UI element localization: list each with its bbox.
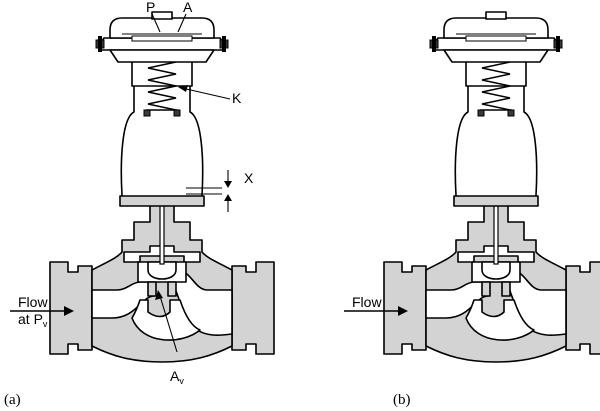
caption-b: (b) bbox=[393, 392, 411, 408]
valve-b bbox=[383, 11, 600, 363]
flow-label-a-line2: at Pv bbox=[18, 311, 48, 329]
caption-a: (a) bbox=[4, 392, 21, 408]
label-av: Av bbox=[170, 368, 184, 386]
flow-label-a-line1: Flow bbox=[18, 294, 48, 310]
label-x: X bbox=[244, 170, 254, 186]
valve-b-labels: Flow (b) bbox=[344, 294, 411, 408]
flow-label-b: Flow bbox=[352, 294, 382, 310]
label-a: A bbox=[183, 0, 193, 15]
label-p: P bbox=[146, 0, 155, 15]
label-k: K bbox=[232, 90, 242, 106]
valve-a-labels: P A K X Flow at Pv Av (a) bbox=[4, 0, 254, 408]
valve-a bbox=[49, 11, 275, 363]
